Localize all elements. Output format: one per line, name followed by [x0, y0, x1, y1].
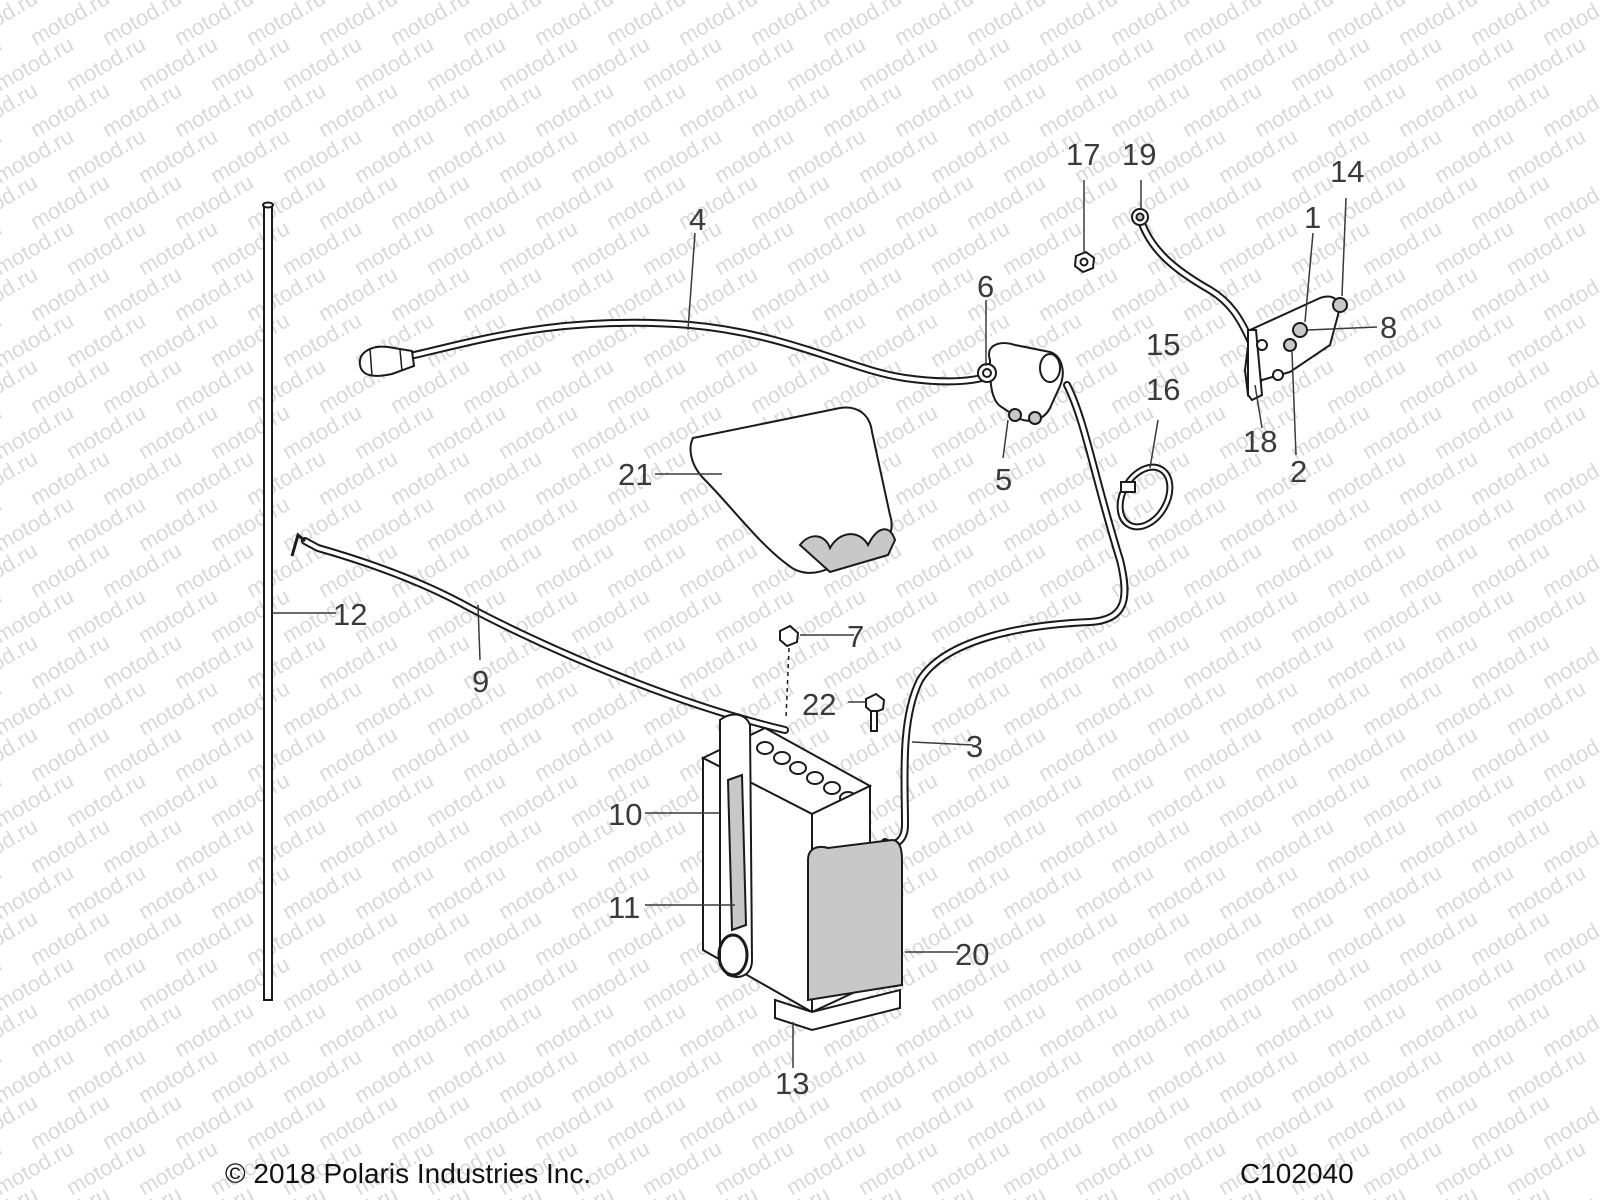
- callout-5: 5: [995, 462, 1012, 497]
- nut-part-17: [1073, 250, 1096, 274]
- callout-10: 10: [608, 797, 642, 832]
- nut-part-8: [1292, 322, 1308, 338]
- callout-11: 11: [608, 890, 640, 925]
- callout-8: 8: [1380, 310, 1397, 345]
- copyright-notice: © 2018 Polaris Industries Inc.: [225, 1158, 592, 1189]
- callout-15: 15: [1146, 327, 1180, 362]
- drawing-id: C102040: [1240, 1158, 1354, 1189]
- strap-part-10: [717, 713, 754, 978]
- callout-22: 22: [802, 687, 836, 722]
- callout-20: 20: [955, 937, 989, 972]
- pad-part-21: [689, 406, 897, 574]
- cable-part-3: [881, 381, 1129, 848]
- cable-part-9: [290, 532, 789, 734]
- callout-3: 3: [966, 729, 983, 764]
- callout-13: 13: [775, 1066, 809, 1101]
- callout-9: 9: [472, 664, 489, 699]
- callout-18: 18: [1243, 424, 1277, 459]
- callouts: 1 2 3 4 5 6 7 8 9 10 11 12 13 14 15 16 1…: [333, 137, 1397, 1101]
- callout-21: 21: [618, 457, 652, 492]
- bolt-part-7: [779, 624, 800, 719]
- callout-17: 17: [1066, 137, 1100, 172]
- nut-part-2: [1283, 338, 1297, 352]
- bolt-part-22: [865, 692, 886, 732]
- callout-14: 14: [1330, 154, 1364, 189]
- callout-2: 2: [1290, 454, 1307, 489]
- leader-lines: [272, 180, 1378, 1068]
- bracket-part-19: [1131, 208, 1254, 344]
- strap-part-11: [726, 773, 748, 932]
- callout-4: 4: [689, 202, 706, 237]
- callout-6: 6: [977, 269, 994, 304]
- solenoid-part-5: [977, 342, 1064, 425]
- rod-part-12: [262, 201, 274, 1001]
- nut-part-14: [1332, 297, 1348, 313]
- pad-part-13: [774, 988, 901, 1032]
- battery-part-20: [700, 726, 903, 1032]
- callout-1: 1: [1304, 200, 1321, 235]
- callout-12: 12: [333, 597, 367, 632]
- callout-7: 7: [847, 619, 864, 654]
- clamp-part-16: [1116, 463, 1174, 531]
- callout-19: 19: [1122, 137, 1156, 172]
- callout-16: 16: [1146, 372, 1180, 407]
- cable-part-4: [358, 318, 986, 386]
